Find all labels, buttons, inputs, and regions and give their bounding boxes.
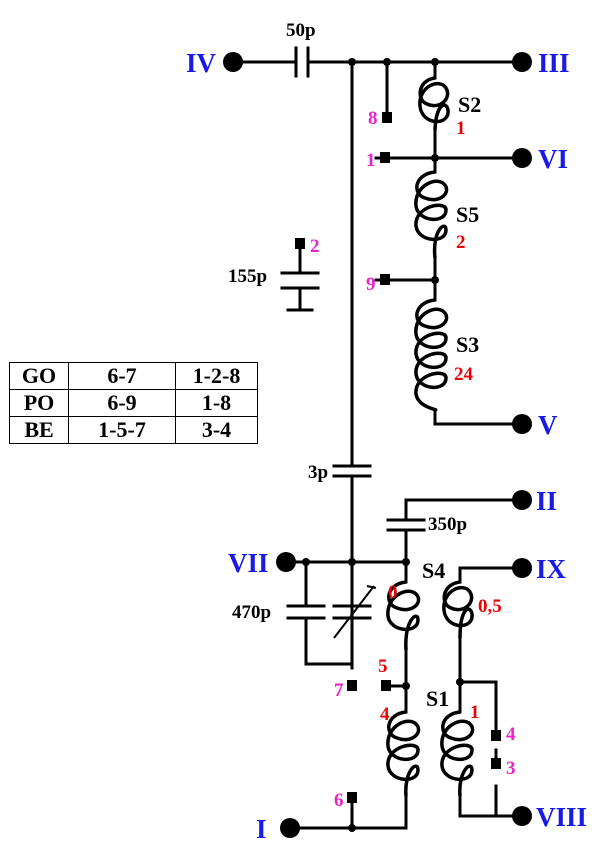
coil-value-s4: 0	[388, 582, 398, 603]
contacts-cell: 6-9	[68, 389, 176, 417]
pin-label-7: 7	[334, 680, 344, 701]
cap-label-3p: 3p	[308, 462, 328, 483]
coil-value-s2: 1	[456, 118, 466, 139]
coil-value-s1a: 4	[380, 704, 390, 725]
cap-label-155p: 155p	[228, 266, 267, 287]
cap-label-470p: 470p	[232, 602, 271, 623]
coil-label-s5: S5	[456, 202, 479, 227]
pin-label-2: 2	[310, 236, 320, 257]
table-row: GO 6-7 1-2-8	[9, 362, 258, 390]
table-row: BE 1-5-7 3-4	[9, 416, 258, 444]
contacts-cell: 6-7	[68, 362, 176, 390]
coil-label-s3: S3	[456, 332, 479, 357]
terminal-balls	[223, 52, 532, 838]
terminal-label-vi: VI	[538, 144, 568, 174]
coil-label-s2: S2	[458, 92, 481, 117]
terminal-label-ix: IX	[536, 554, 567, 584]
junction-dots	[302, 58, 464, 832]
terminal-label-i: I	[256, 814, 267, 844]
coil-value-ix: 0,5	[478, 596, 502, 617]
coil-label-s4: S4	[422, 558, 445, 583]
contacts-cell: 3-4	[175, 416, 258, 444]
pin-label-9: 9	[366, 274, 376, 295]
capacitor-plates	[280, 46, 426, 639]
terminal-label-vii: VII	[228, 548, 269, 578]
band-cell: BE	[9, 416, 69, 444]
contacts-cell: 1-8	[175, 389, 258, 417]
pin-label-8: 8	[368, 108, 378, 129]
terminal-label-ii: II	[536, 486, 557, 516]
terminal-label-v: V	[538, 410, 558, 440]
pin-label-1: 1	[366, 150, 376, 171]
coil-value-tap5: 5	[378, 656, 388, 677]
coil-value-s5: 2	[456, 232, 466, 253]
table-row: PO 6-9 1-8	[9, 389, 258, 417]
switch-contacts	[295, 112, 501, 803]
cap-label-50p: 50p	[286, 20, 316, 41]
terminal-label-viii: VIII	[536, 802, 587, 832]
band-switch-table: GO 6-7 1-2-8 PO 6-9 1-8 BE 1-5-7 3-4	[9, 362, 258, 444]
coil-value-s3: 24	[454, 364, 474, 385]
pin-label-4: 4	[506, 724, 516, 745]
pin-label-3: 3	[506, 758, 516, 779]
cap-label-350p: 350p	[428, 514, 467, 535]
band-cell: GO	[9, 362, 69, 390]
contacts-cell: 1-2-8	[175, 362, 258, 390]
contacts-cell: 1-5-7	[68, 416, 176, 444]
coils	[386, 76, 475, 797]
coil-value-s1b: 1	[470, 702, 480, 723]
pin-label-6: 6	[334, 790, 344, 811]
terminal-label-iv: IV	[186, 48, 217, 78]
terminal-label-iii: III	[538, 48, 570, 78]
coil-label-s1: S1	[426, 686, 449, 711]
coil-s5-path	[414, 170, 449, 259]
band-cell: PO	[9, 389, 69, 417]
